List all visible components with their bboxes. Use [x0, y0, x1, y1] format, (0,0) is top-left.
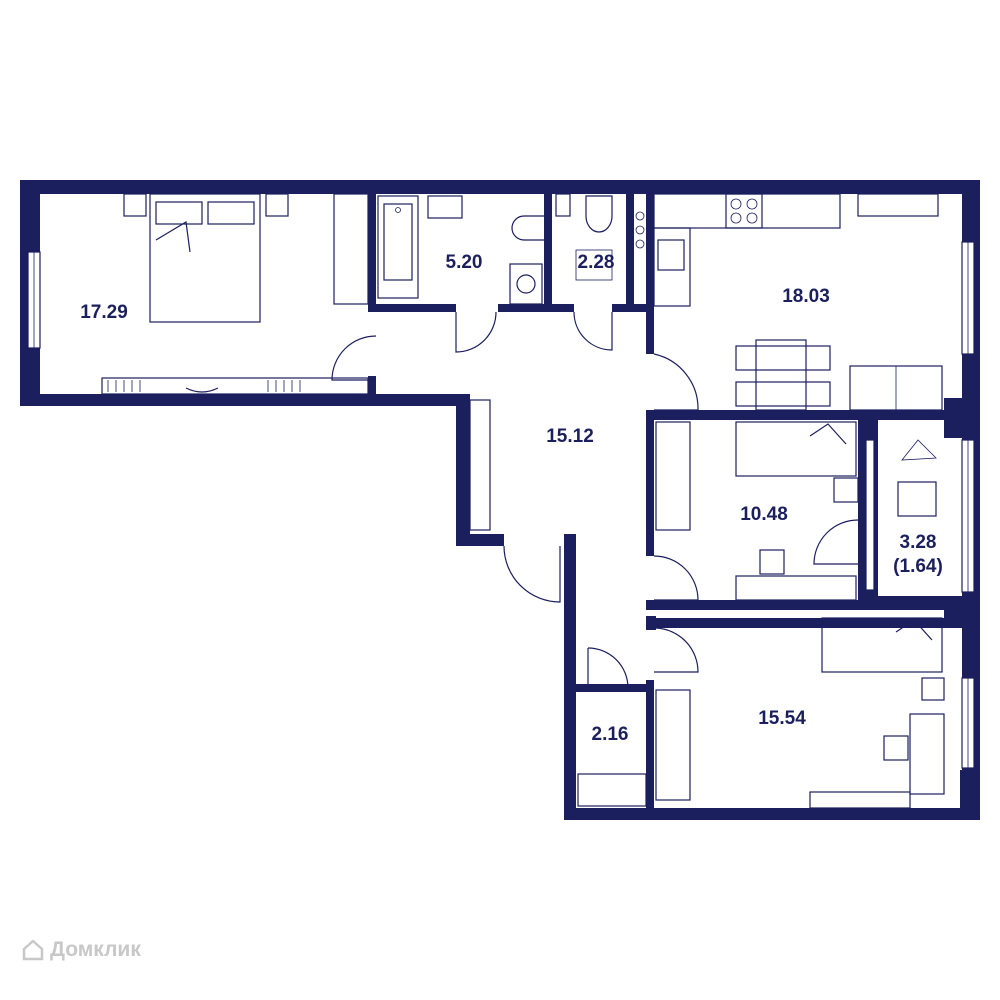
doors: [331, 311, 859, 689]
area-hall: 15.12: [546, 426, 594, 447]
furniture: [101, 193, 945, 809]
walls: [20, 180, 980, 820]
windows: [27, 241, 975, 769]
house-logo-icon: [22, 939, 44, 961]
area-balcony-reduced: (1.64): [893, 556, 943, 577]
area-storage: 2.16: [592, 724, 629, 745]
area-kitchen: 18.03: [782, 286, 830, 307]
area-bedroom-small: 10.48: [740, 504, 788, 525]
watermark: Домклик: [22, 938, 141, 962]
area-toilet: 2.28: [578, 252, 615, 273]
area-bedroom-master: 17.29: [80, 302, 128, 323]
area-bathroom: 5.20: [446, 252, 483, 273]
area-balcony: 3.28: [900, 532, 937, 553]
area-labels: 17.29 5.20 2.28 18.03 15.12 10.48 3.28 (…: [80, 252, 943, 745]
area-bedroom-second: 15.54: [758, 708, 806, 729]
watermark-text: Домклик: [50, 938, 141, 961]
